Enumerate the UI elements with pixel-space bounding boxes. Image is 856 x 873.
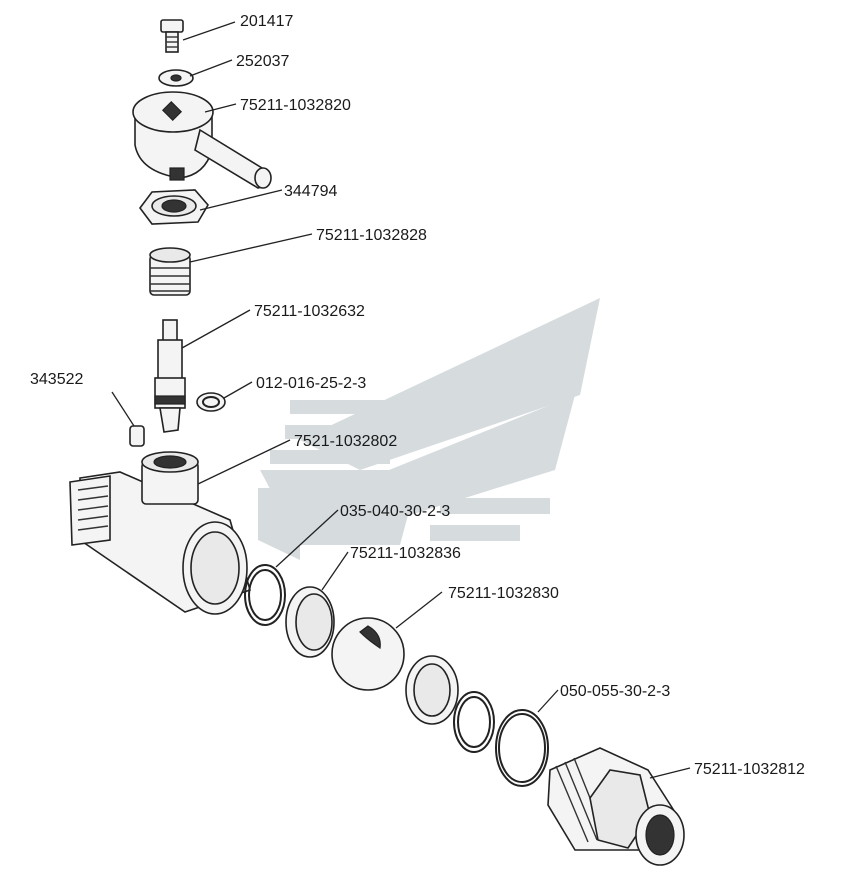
stem-oring-part [196,392,226,412]
watermark-logo [258,298,600,560]
ring-part [453,691,495,753]
label-stem-oring: 012-016-25-2-3 [256,375,366,392]
fitting-part [547,747,685,866]
leader-lines [111,21,691,779]
label-nut: 344794 [284,183,337,200]
label-bolt: 201417 [240,13,293,30]
washer-part [158,69,194,87]
seat-2-part [405,655,459,725]
ball-part [331,617,405,691]
bolt-part [160,19,184,53]
label-oring-1: 035-040-30-2-3 [340,503,450,520]
label-oring-2: 050-055-30-2-3 [560,683,670,700]
oring-1-part [244,564,286,626]
gland-part [149,247,191,296]
label-ball: 75211-1032830 [448,585,559,602]
label-handle: 75211-1032820 [240,97,351,114]
handle-part [132,91,272,189]
oring-2-part [495,709,549,787]
seat-1-part [285,586,335,658]
valve-body-part [69,451,251,615]
label-stem: 75211-1032632 [254,303,365,320]
nut-part [139,189,209,225]
label-gland: 75211-1032828 [316,227,427,244]
label-washer: 252037 [236,53,289,70]
stem-part [154,319,186,433]
label-pin: 343522 [30,371,83,388]
pin-part [129,425,145,447]
part-labels: 201417 252037 75211-1032820 344794 75211… [30,13,805,778]
label-fitting: 75211-1032812 [694,761,805,778]
label-body: 7521-1032802 [294,433,397,450]
label-seat-1: 75211-1032836 [350,545,461,562]
